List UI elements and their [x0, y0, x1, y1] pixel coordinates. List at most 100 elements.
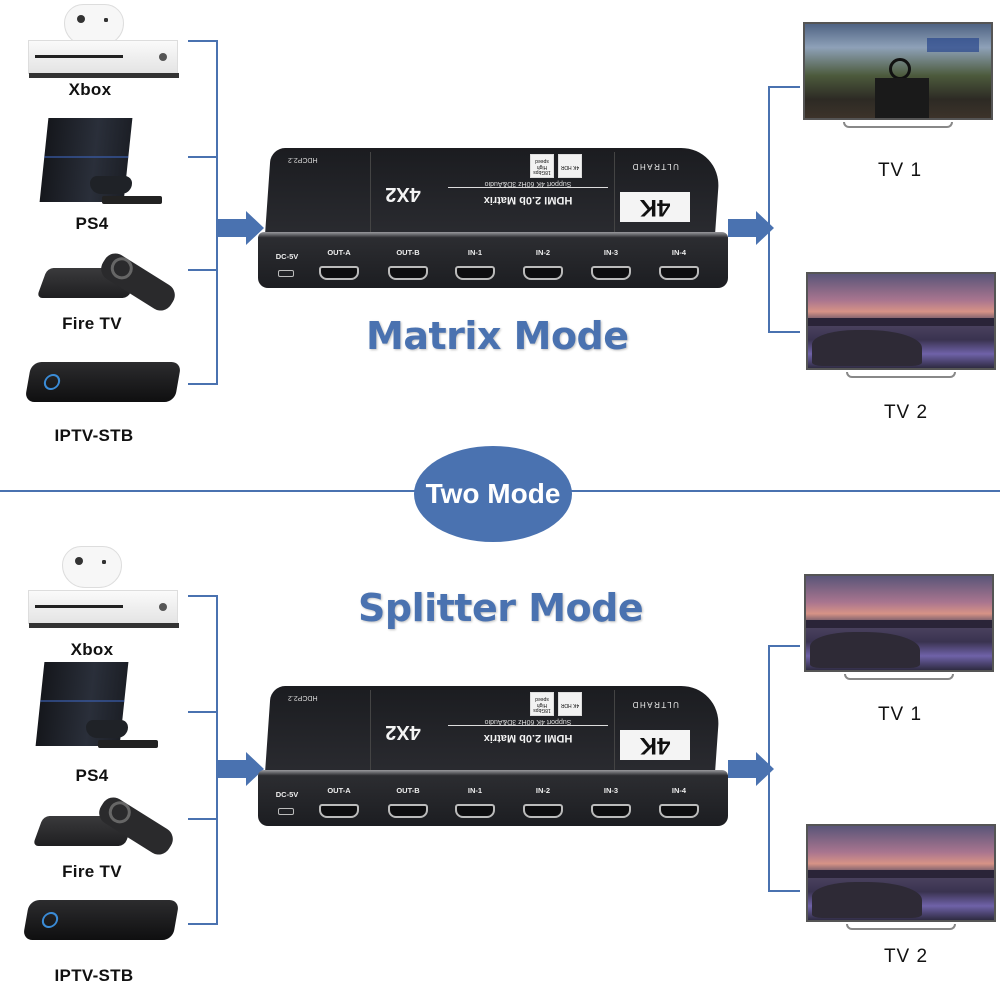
port-label-in-4: IN-4: [671, 248, 687, 257]
badge-hdr: 4K HDR: [558, 692, 582, 716]
tv-1-display: [803, 22, 993, 130]
port-label-out-b: OUT-B: [396, 786, 420, 795]
source-label-fire-tv: Fire TV: [62, 862, 122, 881]
two-mode-badge: Two Mode: [414, 446, 572, 542]
tv-2-display: [806, 272, 996, 380]
set-top-box-icon: [22, 900, 180, 940]
tv-stand: [846, 924, 956, 930]
xbox-controller-icon: [62, 546, 122, 588]
xbox-console-icon: [28, 40, 179, 78]
input-bus-line: [216, 40, 218, 385]
port-label-dc: DC-5V: [275, 790, 299, 799]
dc-power-port: [278, 808, 294, 815]
hdmi-port-in-2: [523, 266, 563, 280]
output-label-tv2: TV 2: [883, 946, 929, 967]
device-model-title: HDMI 2.0b Matrix: [483, 194, 573, 206]
hdmi-port-out-a: [319, 804, 359, 818]
hdmi-port-in-4: [659, 804, 699, 818]
input-tick-xbox: [188, 40, 218, 42]
hdmi-port-out-b: [388, 804, 428, 818]
output-tick-tv1: [768, 86, 800, 88]
port-label-in-1: IN-1: [467, 786, 483, 795]
output-label-tv1: TV 1: [877, 160, 923, 181]
hdmi-port-in-1: [455, 266, 495, 280]
source-label-ps4: PS4: [75, 214, 109, 233]
device-model-title: HDMI 2.0b Matrix: [483, 732, 573, 744]
device-front-panel: DC-5V OUT-A OUT-B IN-1 IN-2 IN-3 IN-4: [258, 232, 728, 288]
input-arrow-icon: [218, 211, 264, 245]
output-tick-tv2: [768, 890, 800, 892]
source-label-xbox: Xbox: [70, 640, 114, 659]
set-top-box-icon: [24, 362, 182, 402]
badge-hdr: 4K HDR: [558, 154, 582, 178]
input-bus-line: [216, 595, 218, 925]
badge-speed: 18Gbps High speed: [530, 154, 554, 178]
ultrahd-label: ULTRAHD: [631, 162, 679, 171]
ps4-camera-icon: [98, 740, 158, 748]
port-label-in-3: IN-3: [603, 786, 619, 795]
device-spec-text: Support 4K 60Hz 3D&Audio: [448, 718, 608, 726]
input-tick-iptv: [188, 923, 218, 925]
ps4-camera-icon: [102, 196, 162, 204]
input-tick-fire-tv: [188, 269, 218, 271]
tv-2-display: [806, 824, 996, 932]
source-label-iptv-stb: IPTV-STB: [54, 426, 134, 445]
hdcp-label: HDCP2.2: [288, 156, 318, 163]
tv-screen-landscape: [806, 272, 996, 370]
tv-1-display: [804, 574, 994, 682]
ultrahd-label: ULTRAHD: [631, 700, 679, 709]
port-label-out-a: OUT-A: [327, 786, 351, 795]
port-label-in-3: IN-3: [603, 248, 619, 257]
badge-speed: 18Gbps High speed: [530, 692, 554, 716]
port-label-out-a: OUT-A: [327, 248, 351, 257]
tv-screen-landscape: [806, 824, 996, 922]
tv-stand: [844, 674, 954, 680]
port-label-in-2: IN-2: [535, 786, 551, 795]
dc-power-port: [278, 270, 294, 277]
matrix-mode-title: Matrix Mode: [366, 314, 629, 358]
source-label-fire-tv: Fire TV: [62, 314, 122, 333]
xbox-controller-icon: [64, 4, 124, 46]
input-tick-iptv: [188, 383, 218, 385]
device-4x2-label: 4X2: [385, 721, 421, 743]
device-4x2-label: 4X2: [385, 183, 421, 205]
tv-stand: [846, 372, 956, 378]
hdmi-port-in-2: [523, 804, 563, 818]
output-tick-tv1: [768, 645, 800, 647]
tv-screen-landscape: [804, 574, 994, 672]
input-tick-ps4: [188, 156, 218, 158]
hdmi-matrix-device: HDCP2.2 18Gbps High speed 4K HDR HDMI 2.…: [258, 686, 728, 826]
input-tick-ps4: [188, 711, 218, 713]
xbox-console-icon: [28, 590, 179, 628]
port-label-dc: DC-5V: [275, 252, 299, 261]
input-tick-fire-tv: [188, 818, 218, 820]
hdmi-matrix-device: HDCP2.2 18Gbps High speed 4K HDR HDMI 2.…: [258, 148, 728, 288]
source-label-xbox: Xbox: [68, 80, 112, 99]
port-label-in-1: IN-1: [467, 248, 483, 257]
hdmi-port-in-4: [659, 266, 699, 280]
tv-stand: [843, 122, 953, 128]
port-label-in-4: IN-4: [671, 786, 687, 795]
4k-logo: 4K: [620, 192, 690, 222]
port-label-in-2: IN-2: [535, 248, 551, 257]
output-bus-line: [768, 86, 770, 332]
splitter-mode-title: Splitter Mode: [358, 586, 644, 630]
ps4-controller-icon: [90, 176, 132, 194]
source-label-iptv-stb: IPTV-STB: [54, 966, 134, 985]
hdmi-port-in-1: [455, 804, 495, 818]
device-spec-text: Support 4K 60Hz 3D&Audio: [448, 180, 608, 188]
output-label-tv2: TV 2: [883, 402, 929, 423]
4k-logo: 4K: [620, 730, 690, 760]
port-label-out-b: OUT-B: [396, 248, 420, 257]
output-arrow-icon: [728, 211, 774, 245]
output-label-tv1: TV 1: [877, 704, 923, 725]
hdcp-label: HDCP2.2: [288, 694, 318, 701]
tv-screen-game: [803, 22, 993, 120]
hdmi-port-in-3: [591, 804, 631, 818]
two-mode-label: Two Mode: [425, 478, 561, 509]
input-arrow-icon: [218, 752, 264, 786]
output-arrow-icon: [728, 752, 774, 786]
input-tick-xbox: [188, 595, 218, 597]
device-front-panel: DC-5V OUT-A OUT-B IN-1 IN-2 IN-3 IN-4: [258, 770, 728, 826]
output-tick-tv2: [768, 331, 800, 333]
